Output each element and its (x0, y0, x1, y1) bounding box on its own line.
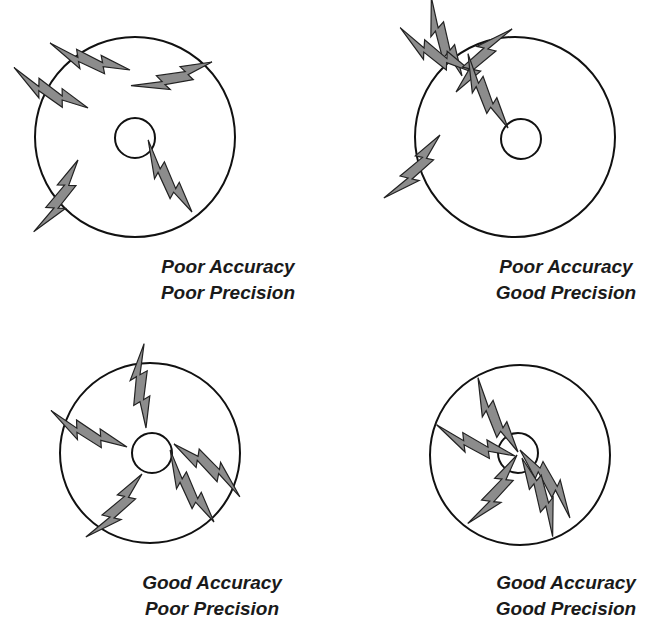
caption-label: Good Accuracy (142, 572, 282, 594)
caption-label: Good Accuracy (496, 572, 636, 594)
caption-label: Good Precision (496, 282, 636, 304)
caption-label: Poor Accuracy (161, 256, 294, 278)
target (430, 365, 610, 545)
caption-label: Good Precision (496, 598, 636, 620)
target (7, 37, 235, 240)
target (46, 344, 251, 550)
target (384, 0, 615, 237)
caption-label: Poor Precision (161, 282, 295, 304)
caption-label: Poor Accuracy (499, 256, 632, 278)
caption-label: Poor Precision (145, 598, 279, 620)
